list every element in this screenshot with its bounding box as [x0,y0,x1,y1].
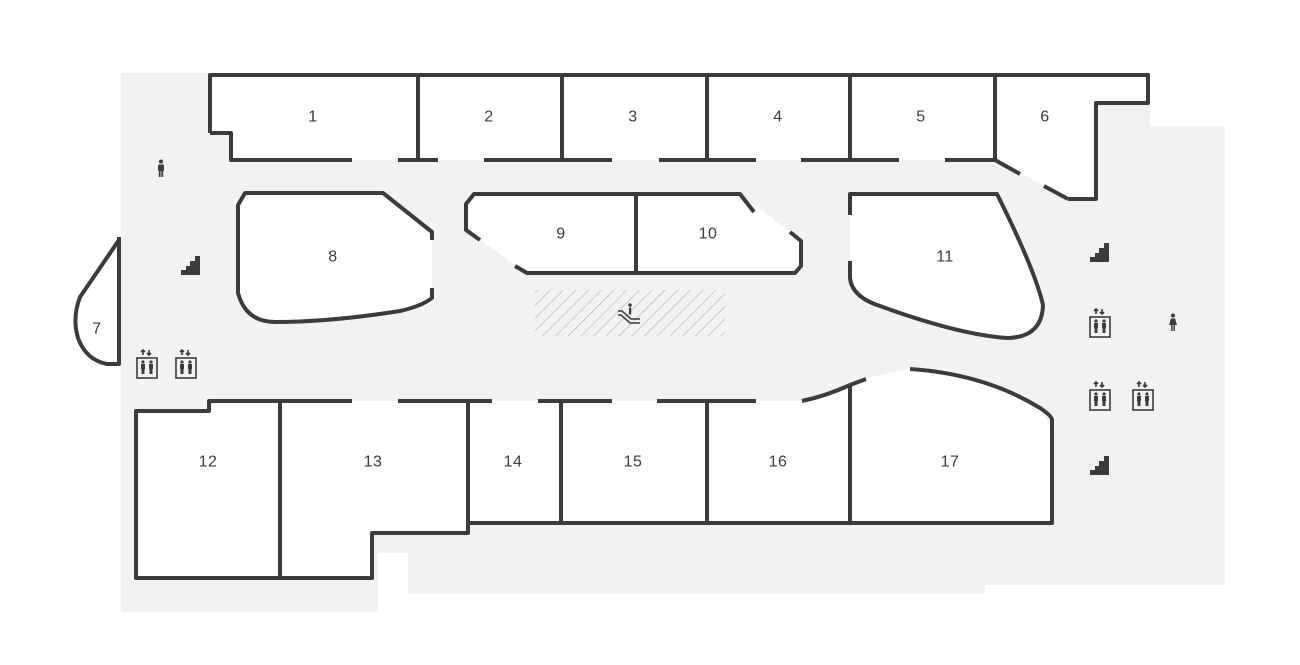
store-17-area[interactable] [850,369,1052,523]
elevator-icon[interactable] [136,348,158,379]
store-11-area[interactable] [850,194,1043,338]
restroom-women-icon[interactable] [1169,313,1177,332]
restroom-men-icon[interactable] [158,159,164,178]
store-9-area[interactable] [466,194,636,273]
stairs-icon[interactable] [181,256,200,275]
walls [73,73,1150,580]
store-label-12: 12 [199,454,218,471]
store-6-area[interactable] [995,74,1149,199]
stairs-icon[interactable] [1090,243,1109,262]
store-15-area[interactable] [561,401,707,523]
store-13-area[interactable] [280,401,468,578]
store-16-area[interactable] [707,385,850,523]
elevator-icon[interactable] [1089,307,1111,338]
store-label-5: 5 [916,109,925,126]
amenities [136,159,1177,475]
store-label-9: 9 [556,226,565,243]
store-fills [75,74,1149,578]
escalator-icon[interactable] [618,303,640,324]
store-10-area[interactable] [636,194,801,273]
store-labels: 1 2 3 4 5 6 7 8 9 10 11 12 13 14 15 16 1… [92,109,1049,471]
store-label-11: 11 [936,249,954,266]
store-label-6: 6 [1040,109,1049,126]
store-8-area[interactable] [238,193,432,322]
store-1-area[interactable] [208,74,418,160]
stairs-icon[interactable] [1090,456,1109,475]
store-label-10: 10 [699,226,718,243]
elevator-icon[interactable] [1132,380,1154,411]
store-label-13: 13 [364,454,383,471]
store-label-4: 4 [773,109,782,126]
store-label-15: 15 [624,454,643,471]
store-label-16: 16 [769,454,788,471]
store-4-area[interactable] [707,74,850,160]
store-label-14: 14 [504,454,523,471]
store-12-area[interactable] [136,401,280,578]
store-label-7: 7 [92,321,101,338]
store-label-3: 3 [628,109,637,126]
store-label-1: 1 [308,109,317,126]
store-5-area[interactable] [850,74,995,160]
elevator-icon[interactable] [1089,380,1111,411]
store-3-area[interactable] [562,74,707,160]
store-label-2: 2 [484,109,493,126]
elevator-icon[interactable] [175,348,197,379]
store-label-17: 17 [941,454,960,471]
store-label-8: 8 [328,249,337,266]
store-14-area[interactable] [468,401,561,523]
store-7-area[interactable] [75,240,119,364]
store-2-area[interactable] [418,74,562,160]
